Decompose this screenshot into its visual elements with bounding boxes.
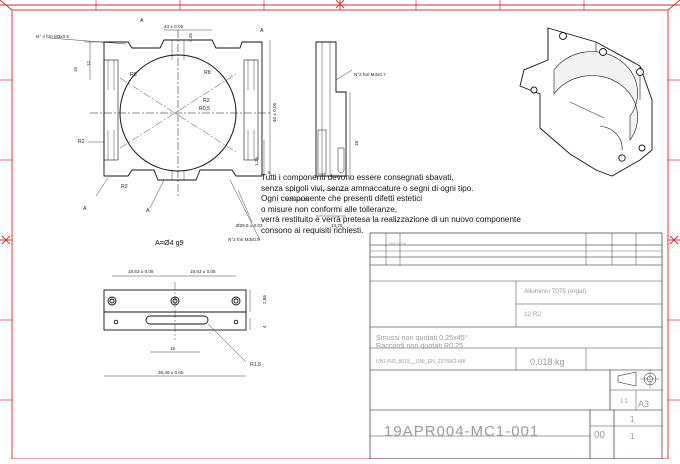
sheet-total: 1: [630, 432, 635, 441]
material-value: Alluminio 7075 (ergal): [524, 288, 587, 295]
r2-left-label: R2: [78, 139, 85, 145]
note-line: o misure non conformi alle tolleranze,: [261, 204, 398, 214]
r2-inner-label: R2: [203, 98, 210, 104]
dim-4-25: 4.25: [188, 33, 193, 42]
front-view-labels: N° 4 fori M3x0.5 43 ± 0.05 4.25 15 12 R8…: [36, 18, 277, 247]
r8-right-label: R8: [204, 70, 211, 76]
dim-12: 12: [86, 60, 91, 66]
side-dim-13-75: 13,75: [331, 223, 343, 228]
sheet-size: A3: [638, 399, 650, 409]
dim-5: 5: [268, 170, 271, 175]
rev-date: 29/01/2019: [388, 242, 406, 246]
tolerance-standard: UNI-ISO_8015__UNI_EN_22768/2-MK: [376, 359, 466, 365]
section-a-top-right: A: [260, 28, 264, 34]
side-dim-18: 18: [354, 140, 359, 146]
r1-5-label: R1,5: [250, 362, 261, 368]
note-line: senza spigoli vivi, senza ammaccature o …: [261, 183, 474, 193]
scale-value: 1:1: [620, 399, 629, 405]
note-line: verrà restituito e verrà pretesa la real…: [261, 215, 521, 225]
r8-left-label: R8: [130, 72, 137, 78]
note-line: consono ai requisiti richiesti.: [261, 225, 364, 235]
holes-bottom-label: N°2 fori M3x0.5: [228, 237, 260, 242]
r0-5-label: R0,5: [199, 106, 210, 112]
drawing-number: 19APR004-MC1-001: [384, 423, 540, 440]
weight-value: 0,018 kg: [530, 357, 565, 367]
section-a-bottom-left: A: [83, 206, 87, 212]
bottom-dim-36-49: 36,49 ± 0.05: [158, 370, 184, 375]
chamfer-note-2: Raccordi non quotati R0,25: [376, 341, 464, 350]
section-a-bottom-right: A: [146, 208, 150, 214]
r2-bottom-label: R2: [121, 184, 128, 190]
bottom-dim-right: 18,63 ± 0.05: [190, 269, 216, 274]
isometric-view: [519, 27, 653, 177]
diameter-label: Ø29,5 ± 0.03: [236, 223, 263, 228]
dim-15: 15: [73, 66, 78, 72]
side-holes-label: N°2 fori M4x0.7: [354, 72, 386, 77]
bottom-dim-4: 4: [262, 325, 267, 328]
note-line: Tutti i componenti devono essere consegn…: [261, 173, 454, 182]
side-view-labels: N°2 fori M4x0.7 18 5,75 ± 0.05 13,75: [286, 72, 386, 228]
bottom-view-labels: 18,63 ± 0.05 18,63 ± 0.05 2,85 4 15 36,4…: [128, 269, 267, 375]
tolerance-label: A=Ø4 g9: [155, 238, 184, 247]
bottom-dim-15: 15: [170, 346, 176, 351]
chamfer-note-1: Smussi non quotati 0,25x45°: [376, 333, 468, 342]
title-block-grid: [369, 232, 663, 460]
side-view: [315, 41, 353, 217]
width-top-dim: 43 ± 0.05: [164, 24, 184, 29]
revision-number: 00: [594, 430, 606, 441]
bottom-dim-2-85: 2,85: [262, 295, 267, 304]
height-dim: 40 ± 0.05: [272, 102, 277, 122]
front-view: [49, 29, 272, 241]
sheet-number: 1: [630, 415, 635, 424]
section-a-top-left: A: [140, 18, 144, 24]
finish-value: 12 R2: [524, 311, 542, 318]
holes-top-label: N° 4 fori M3x0.5: [36, 34, 69, 39]
dim-1-25: 1,25: [254, 157, 259, 166]
general-notes: Tutti i componenti devono essere consegn…: [261, 173, 661, 237]
note-line: Ogni componente che presenti difetti est…: [261, 194, 423, 204]
bottom-view: [103, 275, 251, 377]
side-dim-5-75: 5,75 ± 0.05: [286, 197, 309, 202]
bottom-dim-left: 18,63 ± 0.05: [128, 269, 154, 274]
